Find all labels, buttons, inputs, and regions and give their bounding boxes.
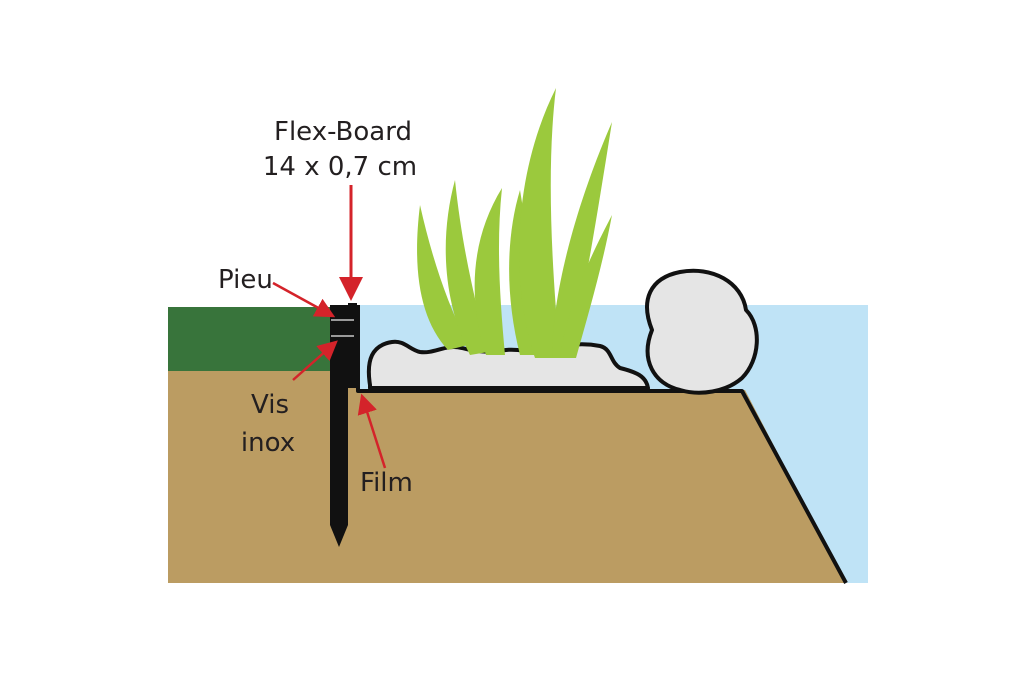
plant-leaf (552, 122, 612, 358)
label-film: Film (360, 468, 413, 498)
label-inox: inox (241, 428, 295, 458)
arrow-pieu (272, 281, 336, 318)
stake (330, 305, 348, 547)
boulder (645, 268, 759, 395)
plant-leaf (417, 205, 468, 350)
grass-strip (168, 307, 340, 371)
label-vis: Vis (251, 390, 289, 420)
plant-leaf (474, 188, 505, 355)
flex-board (348, 303, 357, 388)
soil-bank (353, 305, 845, 583)
label-flex-board: Flex-Board (274, 117, 412, 147)
arrow-film (357, 393, 387, 469)
plant-leaf (560, 215, 612, 358)
plant-leaf (519, 88, 560, 358)
pond-liner-film (356, 305, 848, 584)
label-flex-board-size: 14 x 0,7 cm (263, 152, 417, 182)
water-plant (417, 88, 612, 358)
flat-stones (366, 339, 650, 390)
label-pieu: Pieu (218, 265, 273, 295)
soil-left (168, 371, 353, 583)
stainless-screws (331, 319, 354, 337)
arrow-vis (292, 340, 338, 381)
